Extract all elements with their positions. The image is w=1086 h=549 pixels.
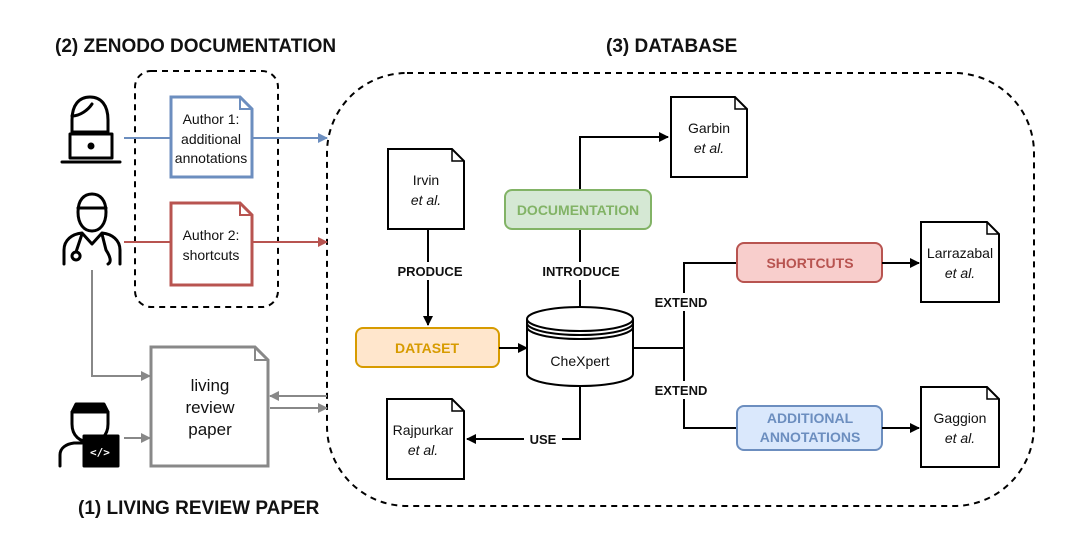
irvin-etal: et al. xyxy=(411,192,441,208)
use-arrow xyxy=(466,386,581,444)
doctor-stethoscope-icon xyxy=(62,192,122,266)
chexpert-label: CheXpert xyxy=(550,353,609,369)
gaggion-doc: Gaggion et al. xyxy=(920,386,1000,468)
introduce-label: INTRODUCE xyxy=(542,264,620,279)
documentation-label: DOCUMENTATION xyxy=(517,202,639,218)
garbin-etal: et al. xyxy=(694,140,724,156)
extend-bottom-label-bg xyxy=(648,381,714,399)
living-paper-line1: living xyxy=(191,376,230,395)
additional-line1: ADDITIONAL xyxy=(767,410,854,426)
living-paper-line2: review xyxy=(185,398,235,417)
rajpurkar-name: Rajpurkar xyxy=(393,422,454,438)
irvin-doc: Irvin et al. xyxy=(387,148,465,230)
gaggion-name: Gaggion xyxy=(934,410,987,426)
extend-bottom-label: EXTEND xyxy=(655,383,708,398)
extend-top-label: EXTEND xyxy=(655,295,708,310)
doctor-to-paper-arrow xyxy=(91,270,151,381)
coder-icon: </> xyxy=(58,402,120,468)
larrazabal-name: Larrazabal xyxy=(927,245,993,261)
author2-doc: Author 2: shortcuts xyxy=(169,201,254,287)
database-container xyxy=(326,72,1035,507)
author1-doc: Author 1: additional annotations xyxy=(169,95,254,179)
additional-line2: ANNOTATIONS xyxy=(760,429,861,445)
living-paper-line3: paper xyxy=(188,420,232,439)
larrazabal-etal: et al. xyxy=(945,265,975,281)
shortcuts-label: SHORTCUTS xyxy=(766,255,853,271)
introduce-arrow xyxy=(579,132,669,308)
author1-line1: Author 1: xyxy=(183,111,240,127)
rajpurkar-etal: et al. xyxy=(408,442,438,458)
svg-text:</>: </> xyxy=(90,446,110,459)
rajpurkar-doc: Rajpurkar et al. xyxy=(386,398,465,480)
gaggion-etal: et al. xyxy=(945,430,975,446)
database-title: (3) DATABASE xyxy=(606,36,737,57)
use-label: USE xyxy=(530,432,557,447)
living-review-title: (1) LIVING REVIEW PAPER xyxy=(78,498,320,519)
developer-laptop-icon xyxy=(60,95,122,164)
use-label-bg xyxy=(524,431,562,448)
author1-line3: annotations xyxy=(175,150,247,166)
author1-line2: additional xyxy=(181,131,241,147)
dataset-label: DATASET xyxy=(395,340,459,356)
extend-top-label-bg xyxy=(648,293,714,311)
chexpert-database: CheXpert xyxy=(526,306,634,387)
produce-label-bg xyxy=(392,262,470,280)
larrazabal-doc: Larrazabal et al. xyxy=(920,221,1000,303)
author2-line2: shortcuts xyxy=(183,247,240,263)
garbin-doc: Garbin et al. xyxy=(670,96,748,178)
documentation-box xyxy=(504,189,652,230)
zenodo-title: (2) ZENODO DOCUMENTATION xyxy=(55,36,336,57)
irvin-name: Irvin xyxy=(413,172,439,188)
living-review-paper-doc: living review paper xyxy=(149,345,270,468)
garbin-name: Garbin xyxy=(688,120,730,136)
introduce-label-bg xyxy=(536,262,626,280)
zenodo-container xyxy=(134,70,279,308)
author2-line1: Author 2: xyxy=(183,227,240,243)
extend-top-line xyxy=(683,262,737,348)
produce-label: PRODUCE xyxy=(397,264,462,279)
extend-bottom-line xyxy=(683,348,737,429)
